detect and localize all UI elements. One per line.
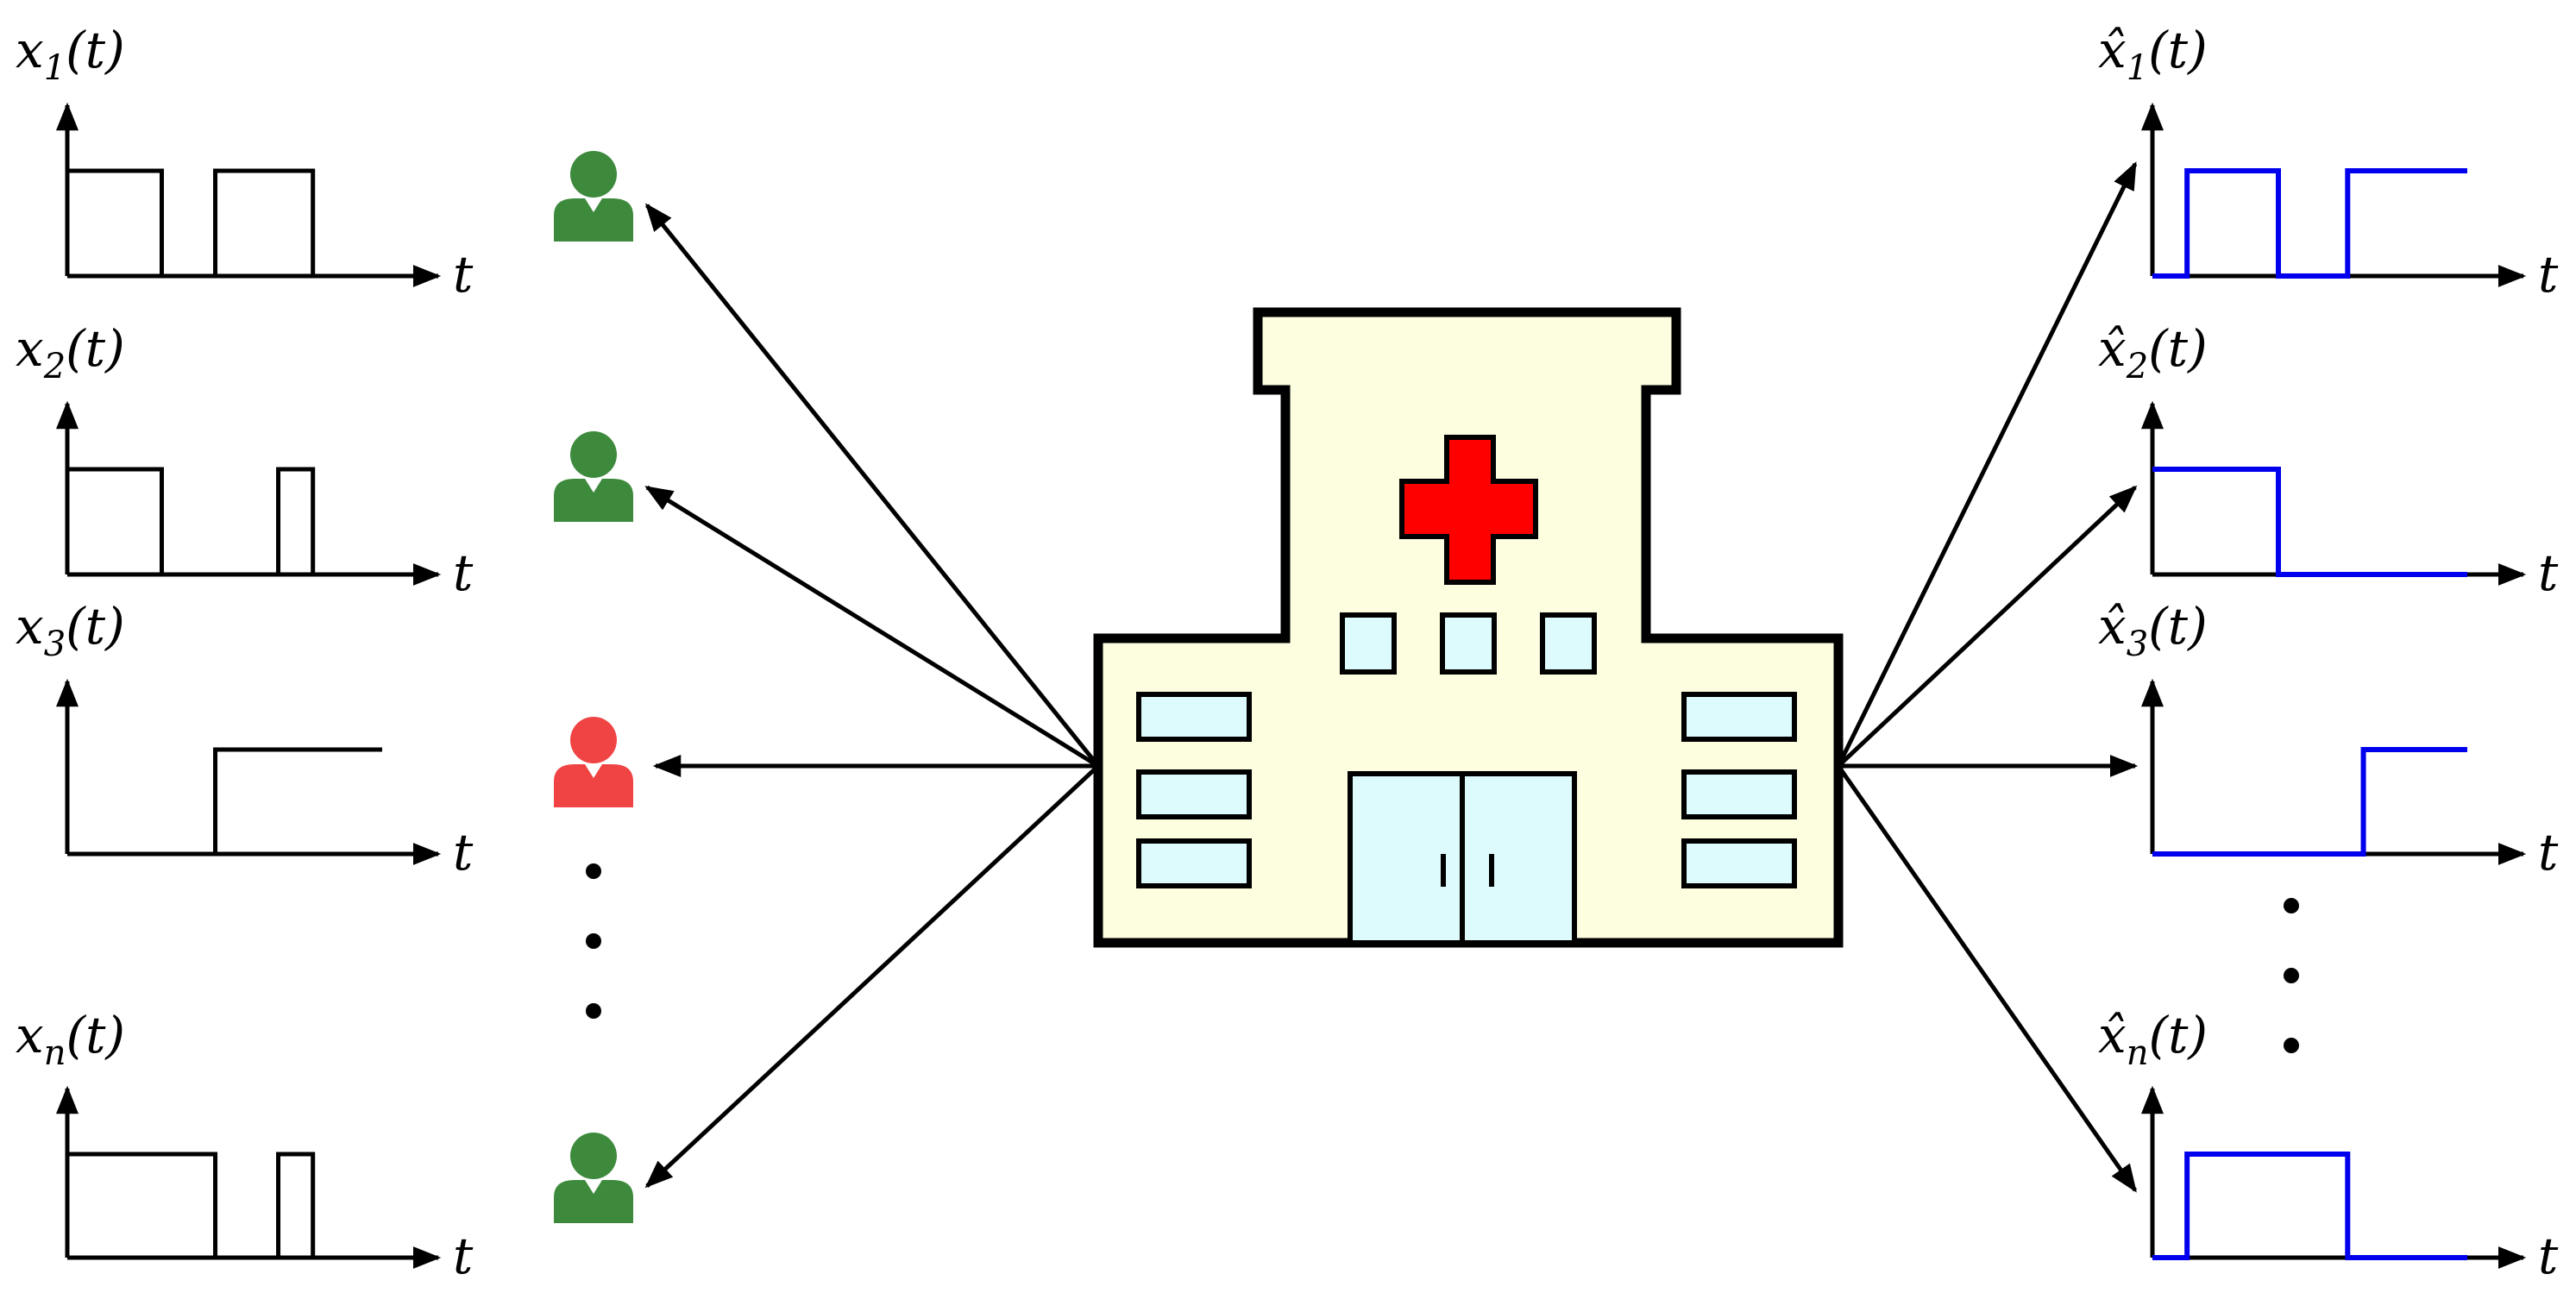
signal-waveform [67, 467, 382, 577]
signal-plot-left-2: x2(t) t [16, 319, 474, 602]
person-icon [554, 1133, 633, 1223]
window [1136, 769, 1252, 819]
ellipsis-icon [586, 863, 601, 1019]
time-axis-label: t [2538, 543, 2559, 602]
time-axis-label: t [2538, 245, 2559, 304]
estimated-signal-waveform [2152, 168, 2467, 279]
window [1136, 838, 1252, 888]
arrows-to-estimates [1836, 161, 2139, 1193]
signal-label-xhatn: x̂n(t) [2098, 1006, 2208, 1073]
signal-label-xhat3: x̂3(t) [2098, 597, 2208, 664]
estimated-signal-waveform [2152, 1152, 2467, 1260]
estimated-signal-waveform [2152, 467, 2467, 577]
signal-plot-right-n: x̂n(t) t [2098, 1006, 2559, 1285]
estimated-signal-plots: x̂1(t) t x̂2(t) t x̂3(t) t x̂n(t) [2098, 21, 2559, 1285]
person-icon-infected [554, 717, 633, 807]
signal-label-xhat2: x̂2(t) [2098, 319, 2208, 386]
medical-cross-icon [1399, 435, 1538, 585]
window [1440, 612, 1497, 675]
time-axis-label: t [453, 823, 474, 882]
time-axis-label: t [453, 543, 474, 602]
arrow-to-estimate-n [1836, 764, 2138, 1193]
hospital-windows [1136, 612, 1797, 888]
window [1540, 612, 1597, 675]
window [1681, 769, 1797, 819]
signal-label-x3: x3(t) [16, 597, 125, 664]
signal-label-xn: xn(t) [16, 1006, 125, 1073]
signal-waveform [67, 1152, 382, 1260]
signal-label-x2: x2(t) [16, 319, 125, 386]
estimated-signal-waveform [2152, 747, 2467, 857]
signal-plot-left-1: x1(t) t [16, 21, 474, 304]
arrow-to-estimate-1 [1836, 161, 2138, 768]
signal-label-xhat1: x̂1(t) [2098, 21, 2208, 88]
time-axis-label: t [453, 1227, 474, 1285]
signal-plot-left-n: xn(t) t [16, 1006, 474, 1285]
person-icon [554, 431, 633, 522]
arrows-to-people [644, 203, 1100, 1189]
hospital-icon [1093, 307, 1844, 948]
window [1340, 612, 1397, 675]
time-axis-label: t [2538, 823, 2559, 882]
arrow-to-estimate-2 [1837, 485, 2138, 768]
signal-plot-right-3: x̂3(t) t [2098, 597, 2559, 882]
signal-plot-left-3: x3(t) t [16, 597, 474, 882]
time-axis-label: t [453, 245, 474, 304]
arrow-to-person-2 [644, 485, 1100, 769]
window [1681, 692, 1797, 742]
arrow-to-person-1 [644, 203, 1100, 768]
people-column [554, 151, 633, 1223]
arrow-to-person-n [644, 764, 1100, 1189]
hospital-door [1348, 771, 1577, 945]
time-axis-label: t [2538, 1227, 2559, 1285]
ellipsis-icon [2284, 898, 2299, 1053]
left-signal-plots: x1(t) t x2(t) t x3(t) t xn(t) t [16, 21, 474, 1285]
signal-waveform [67, 168, 382, 279]
signal-plot-right-1: x̂1(t) t [2098, 21, 2559, 304]
person-icon [554, 151, 633, 242]
signal-plot-right-2: x̂2(t) t [2098, 319, 2559, 602]
window [1136, 692, 1252, 742]
signal-waveform [67, 747, 382, 857]
window [1681, 838, 1797, 888]
signal-label-x1: x1(t) [16, 21, 125, 88]
